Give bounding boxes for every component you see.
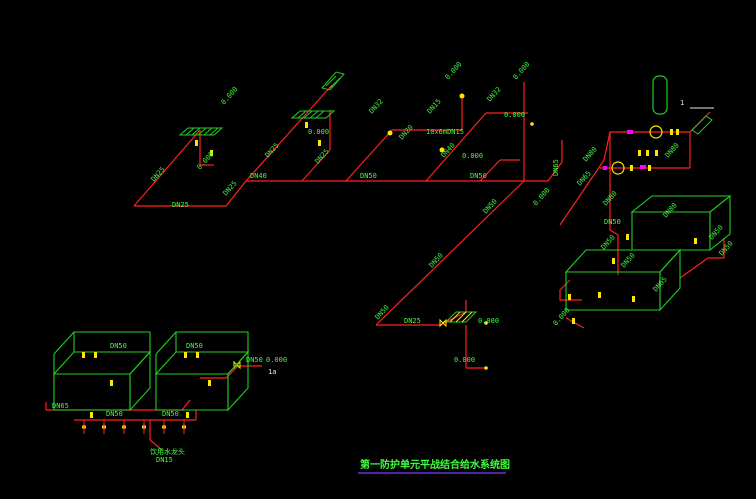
pump-icon bbox=[611, 161, 625, 175]
pipe-branch-a bbox=[301, 149, 331, 182]
pipe-dn50-right bbox=[524, 140, 563, 182]
pipe-label: DN25 bbox=[222, 179, 239, 197]
pipe-bottom-valve bbox=[200, 365, 262, 379]
fixture-group-a bbox=[178, 127, 224, 156]
drinking-tap-row bbox=[82, 420, 186, 434]
pipe-tank-feed bbox=[609, 229, 619, 275]
valve-icon bbox=[484, 366, 488, 370]
leader-number: 1a bbox=[268, 368, 276, 376]
drinking-tap-label: 饮用水龙头 bbox=[150, 447, 185, 456]
elevation-label: 0.000 bbox=[196, 150, 216, 171]
pump-room bbox=[603, 75, 714, 175]
pipe-label: DN50 bbox=[620, 251, 637, 269]
valve-icon bbox=[484, 321, 488, 325]
elevation-label: 0.000 bbox=[552, 306, 572, 327]
device-note: 10x6mDN15 bbox=[426, 128, 464, 136]
pipe-branch-h bbox=[479, 159, 501, 182]
pipe-label: DN50 bbox=[110, 342, 127, 350]
flow-accent bbox=[640, 165, 646, 169]
pipe-label: DN50 bbox=[186, 342, 203, 350]
elevation-label: 0.000 bbox=[266, 356, 287, 364]
pipe-main-diagonal bbox=[375, 180, 525, 326]
water-tank-left-b bbox=[154, 331, 250, 412]
drawing-title-text: 第一防护单元平战结合给水系统图 bbox=[360, 458, 510, 471]
valve-row bbox=[630, 129, 679, 171]
fixture-group-d bbox=[321, 71, 345, 91]
pipe-label: DN50 bbox=[106, 410, 123, 418]
water-tank-right-upper bbox=[630, 194, 732, 252]
pipe-dn40-riser bbox=[245, 84, 333, 182]
pipe-bottom-drinking-b bbox=[149, 439, 163, 451]
pipe-label: DN65 bbox=[576, 169, 593, 187]
pipe-label: DN25 bbox=[264, 141, 281, 159]
pipe-label: DN32 bbox=[368, 97, 385, 115]
fixture-group-c bbox=[444, 311, 478, 323]
water-tank-right-lower bbox=[564, 248, 682, 312]
pipe-label: DN50 bbox=[604, 218, 621, 226]
pipe-size-labels: DN25 DN25 DN25 DN25 DN25 DN25 DN40 DN40 … bbox=[52, 85, 735, 464]
elevation-label: 0.000 bbox=[512, 60, 532, 81]
pipe-label: DN65 bbox=[52, 402, 69, 410]
elevation-label: 0.000 bbox=[444, 60, 464, 81]
pipe-branch-c bbox=[345, 129, 393, 182]
pipe-label: DN50 bbox=[162, 410, 179, 418]
pressure-tank-icon bbox=[652, 75, 668, 115]
faucet-icon bbox=[195, 140, 198, 146]
tank-fittings-right bbox=[568, 234, 697, 324]
elevation-label: 0.000 bbox=[478, 317, 499, 325]
flow-accent bbox=[603, 166, 607, 170]
fixture-group-b bbox=[290, 110, 336, 146]
pipe-label: DN50 bbox=[600, 233, 617, 251]
pipe-left-branch bbox=[134, 82, 525, 207]
tank-fittings-left bbox=[82, 352, 211, 418]
pump-icon bbox=[649, 125, 663, 139]
elevation-label: 0.000 bbox=[454, 356, 475, 364]
faucet-icon bbox=[210, 150, 213, 156]
annotation-labels: 1 1a 饮用水龙头 10x6mDN15 bbox=[150, 99, 684, 456]
pipe-label: DN50 bbox=[246, 356, 263, 364]
pipe-label: DN80 bbox=[664, 141, 681, 159]
pipe-label: DN25 bbox=[172, 201, 189, 209]
pipe-lower-hub bbox=[376, 311, 467, 326]
pipe-label: DN50 bbox=[470, 172, 487, 180]
elevation-label: 0.000 bbox=[462, 152, 483, 160]
pipe-label: DN25 bbox=[150, 165, 167, 183]
pipe-left-riser bbox=[133, 129, 201, 207]
pipe-branch-e bbox=[425, 112, 487, 182]
valves bbox=[233, 93, 534, 370]
pipe-label: DN50 bbox=[360, 172, 377, 180]
elevation-label: 0.000 bbox=[532, 186, 552, 207]
valve-icon bbox=[459, 93, 465, 99]
pipe-label: DN15 bbox=[426, 97, 443, 115]
pipe-label: DN32 bbox=[486, 85, 503, 103]
main-pipe-network bbox=[45, 82, 725, 451]
elevation-label: 0.000 bbox=[308, 128, 329, 136]
pipe-label: DN50 bbox=[482, 197, 499, 215]
pipe-label: DN80 bbox=[582, 145, 599, 163]
elevation-label: 0.000 bbox=[220, 85, 240, 106]
pipe-label: DN20 bbox=[398, 123, 415, 141]
pipe-label: DN25 bbox=[314, 147, 331, 165]
pipe-label: DN40 bbox=[250, 172, 267, 180]
pipe-label: DN65 bbox=[552, 159, 560, 176]
valve-icon bbox=[439, 147, 445, 153]
faucet-icon bbox=[305, 122, 308, 128]
faucet-icon bbox=[318, 140, 321, 146]
drawing-title: 第一防护单元平战结合给水系统图 bbox=[358, 458, 510, 474]
pipe-label: DN15 bbox=[156, 456, 173, 464]
flow-accent bbox=[627, 130, 633, 134]
water-tank-left-a bbox=[52, 331, 152, 412]
pipe-label: DN25 bbox=[404, 317, 421, 325]
gate-valve-icon bbox=[233, 360, 241, 370]
valve-icon bbox=[530, 122, 534, 126]
valve-icon bbox=[387, 130, 393, 136]
pipe-label: DN80 bbox=[662, 201, 679, 219]
pipe-tank-right bbox=[679, 238, 725, 279]
gate-valve-icon bbox=[439, 318, 447, 328]
leader-number: 1 bbox=[680, 99, 684, 107]
elevation-label: 0.000 bbox=[504, 111, 525, 119]
